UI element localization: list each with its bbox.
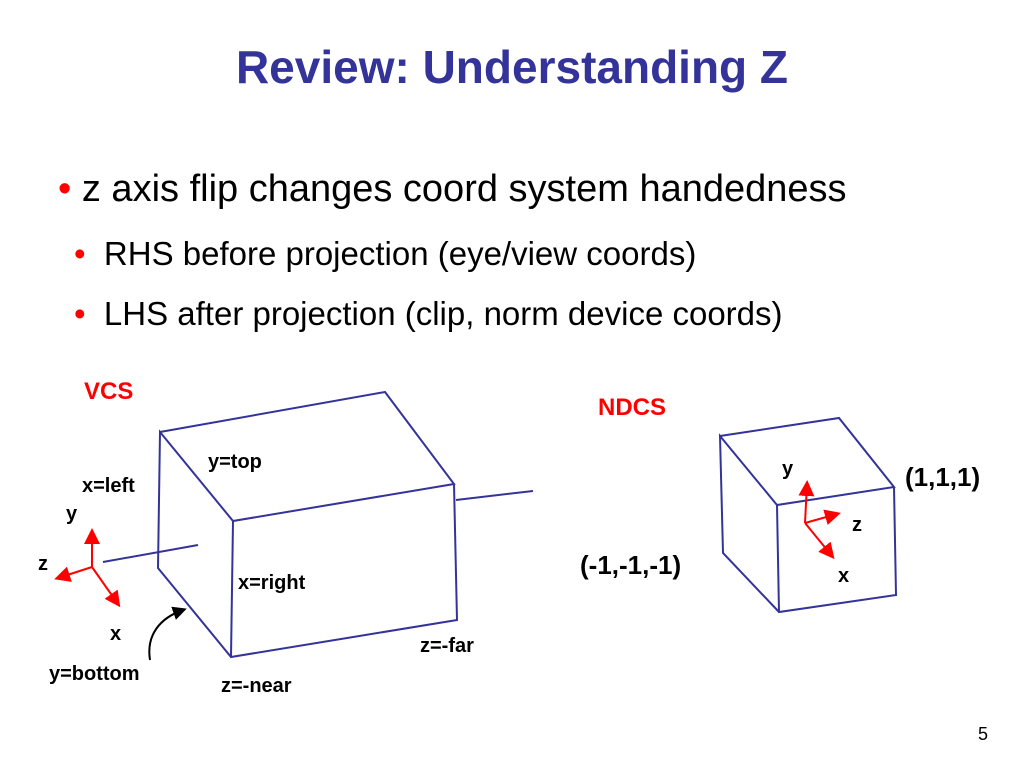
z-far-label: z=-far [420, 635, 474, 657]
ndcs-front-edge [776, 504, 780, 613]
ndcs-axis-x-label: x [838, 565, 850, 587]
y-bottom-label: y=bottom [49, 663, 140, 685]
ndcs-cube [718, 416, 898, 614]
ndcs-y-axis [798, 480, 815, 524]
vcs-front-edge [230, 520, 234, 658]
vcs-box-edges [156, 390, 459, 659]
bullet-marker: • [74, 235, 86, 272]
vcs-axis-y-label: y [66, 503, 78, 525]
vcs-z-axis [54, 566, 93, 582]
bullet-text: RHS before projection (eye/view coords) [103, 235, 697, 272]
x-right-label: x=right [238, 572, 306, 594]
vcs-x-axis [91, 566, 121, 608]
ndcs-box-edges [718, 416, 898, 614]
ndcs-axis-y-label: y [782, 458, 794, 480]
vcs-label: VCS [84, 378, 134, 405]
bullet-2: • RHS before projection (eye/view coords… [74, 235, 696, 273]
ndcs-corner-max: (1,1,1) [905, 462, 981, 492]
bullet-1: • z axis flip changes coord system hande… [58, 168, 847, 211]
ndcs-z-axis [804, 509, 841, 525]
y-top-label: y=top [208, 451, 262, 473]
vcs-axis-line-right [455, 490, 534, 501]
bullet-marker: • [58, 168, 72, 210]
ndcs-label: NDCS [598, 394, 667, 421]
bottom-pointer-arrow [148, 606, 187, 661]
slide-title: Review: Understanding Z [235, 41, 789, 93]
ndcs-axes [798, 480, 841, 560]
ndcs-x-axis [804, 522, 835, 560]
vcs-axes [54, 528, 121, 608]
bullet-text: LHS after projection (clip, norm device … [103, 295, 783, 332]
bullet-text: z axis flip changes coord system handedn… [81, 168, 847, 210]
vcs-frustum [102, 390, 534, 659]
ndcs-axis-z-label: z [852, 514, 862, 536]
bullet-3: • LHS after projection (clip, norm devic… [74, 295, 783, 333]
page-number: 5 [978, 724, 989, 744]
bullet-marker: • [74, 295, 86, 332]
x-left-label: x=left [82, 475, 135, 497]
vcs-axis-z-label: z [38, 553, 48, 575]
ndcs-corner-min: (-1,-1,-1) [580, 550, 682, 580]
vcs-axis-x-label: x [110, 623, 122, 645]
vcs-axis-line-left [102, 544, 199, 563]
z-near-label: z=-near [221, 675, 292, 697]
